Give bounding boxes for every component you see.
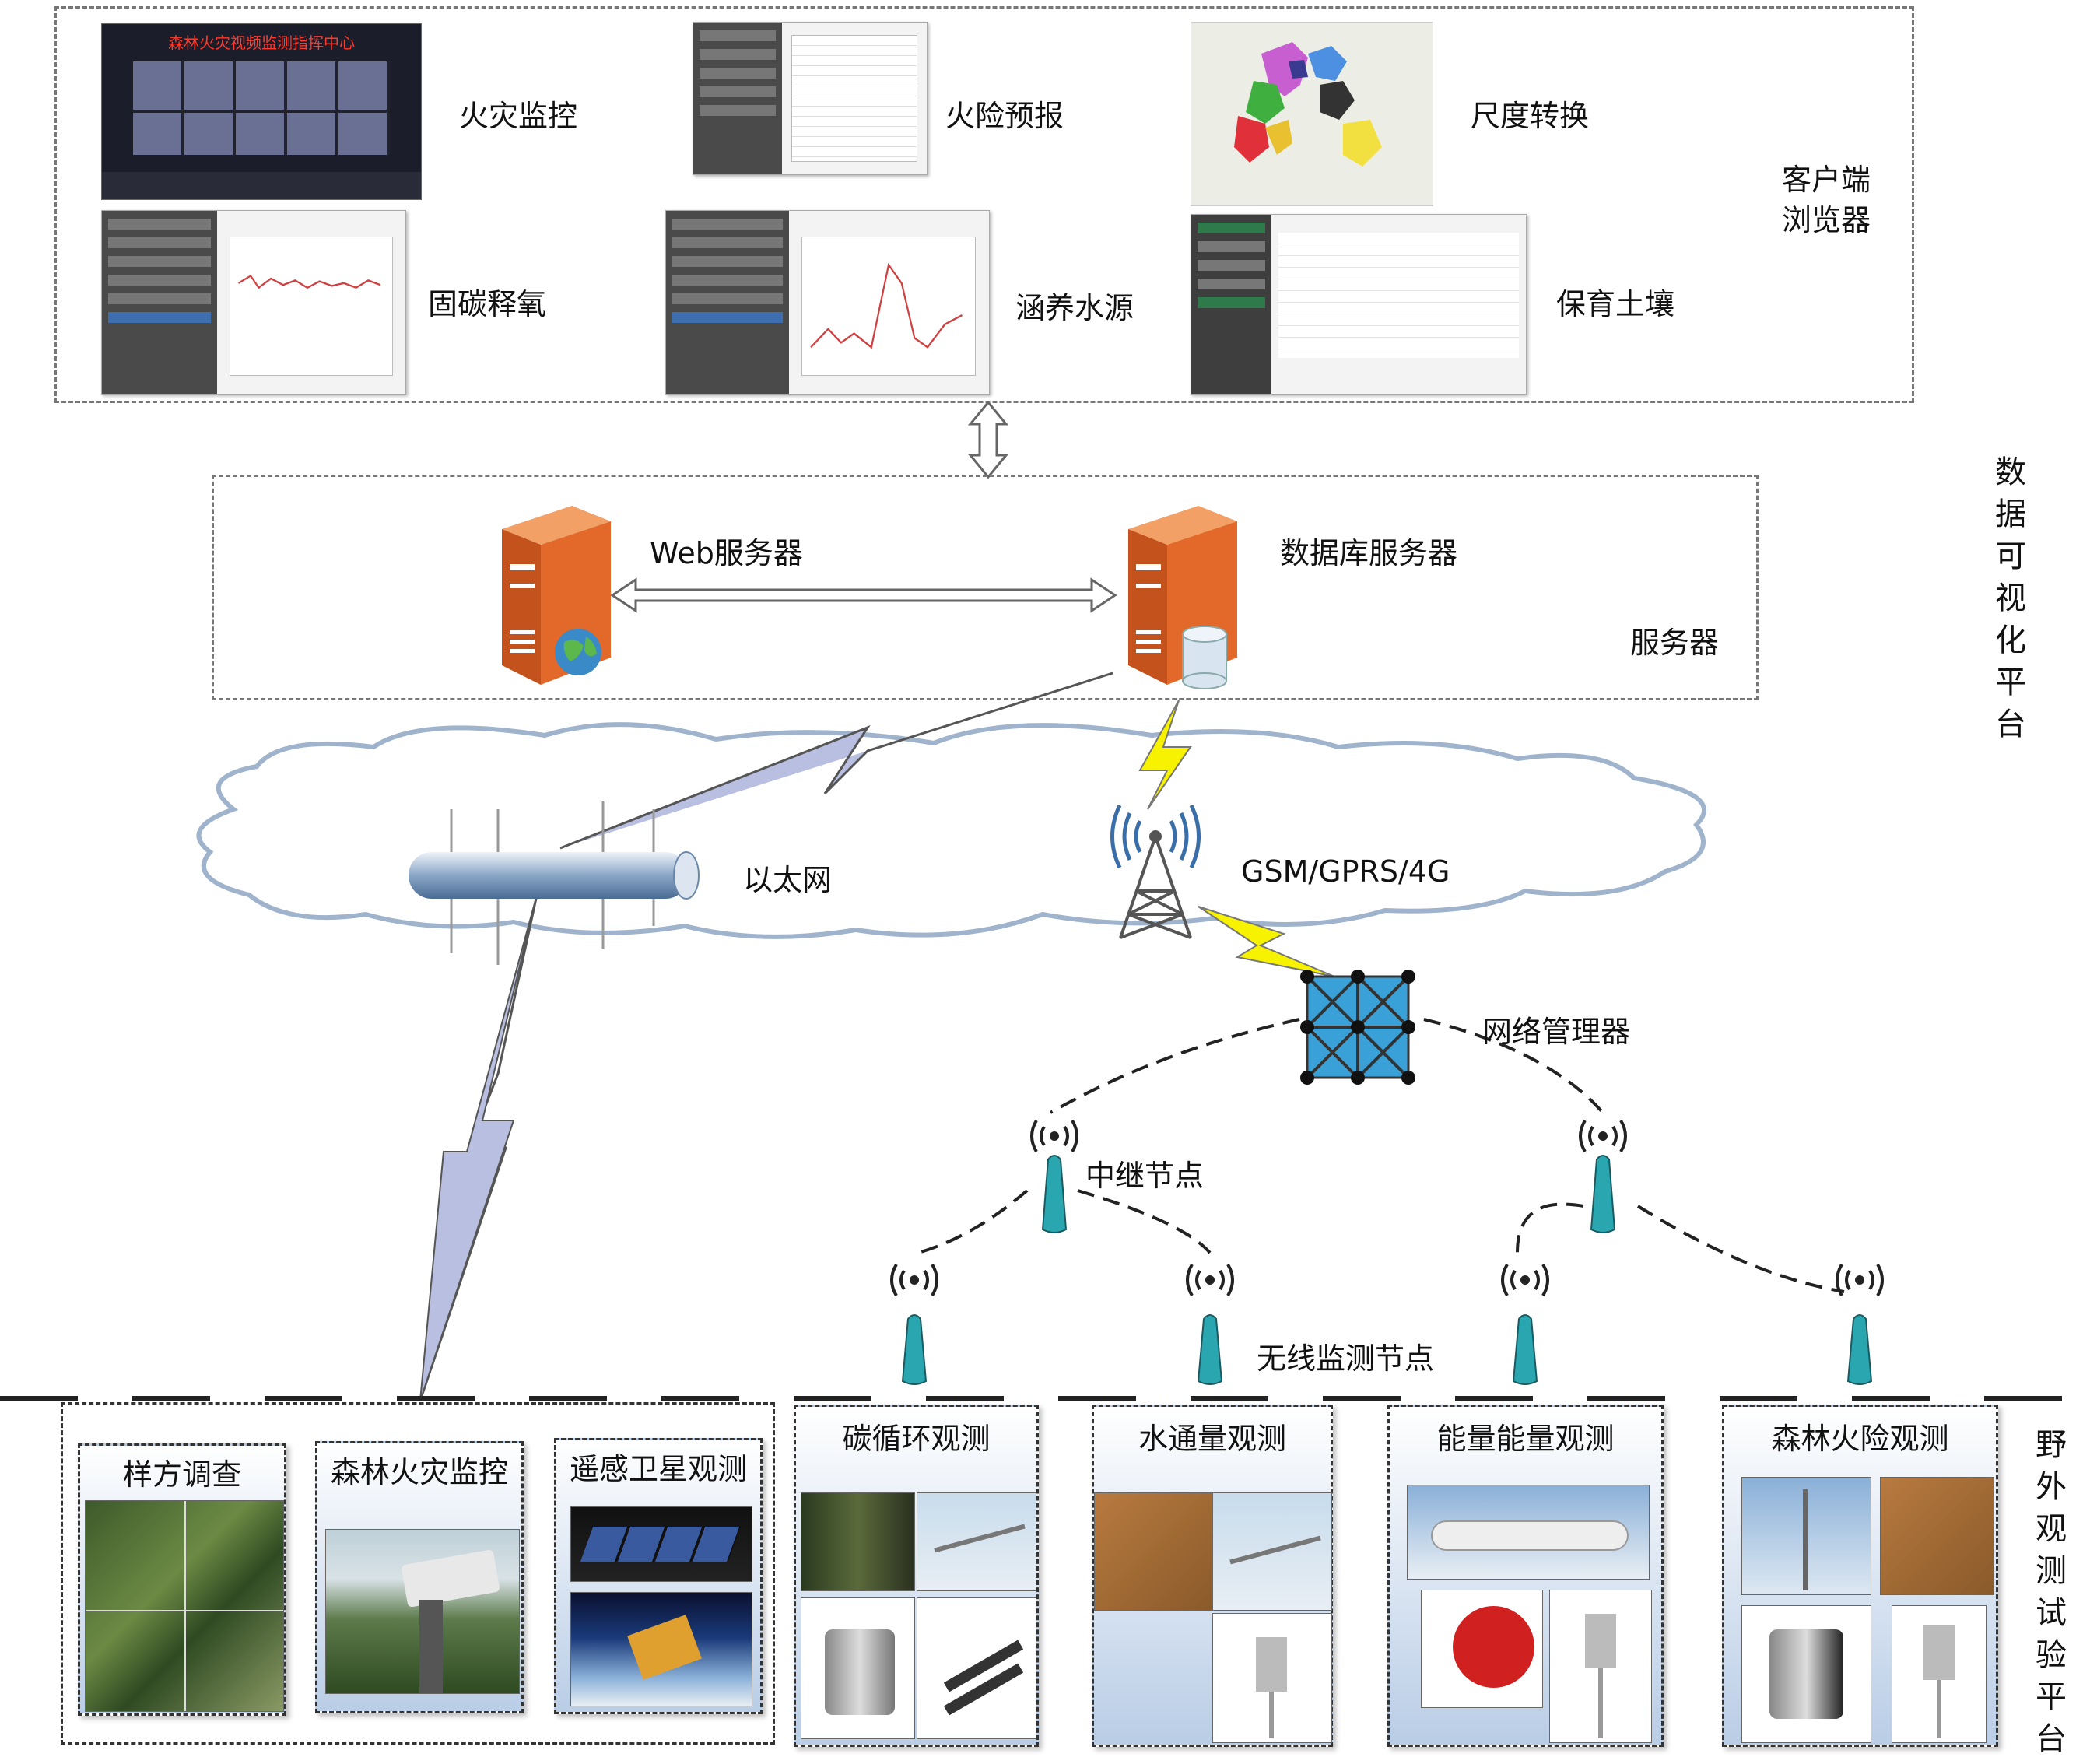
water-line-chart [810, 262, 963, 349]
field-group-title: 碳循环观测 [842, 1422, 991, 1456]
field-left-group [61, 1402, 775, 1745]
fire-soil-sensor-photo [1741, 1605, 1871, 1743]
field-group-energy: 能量能量观测 [1387, 1405, 1664, 1747]
soil-probe-photo [1094, 1492, 1214, 1611]
carbon-fixation-screenshot [101, 210, 406, 395]
sensor-node-icon [1501, 1263, 1549, 1385]
fire-risk-label: 火险预报 [945, 99, 1064, 133]
fire-risk-screenshot [693, 22, 928, 175]
field-group-fire-risk: 森林火险观测 [1722, 1405, 1998, 1747]
anemometer-photo [917, 1492, 1036, 1591]
relay-node-icon [1030, 1119, 1078, 1233]
sensor-node-label: 无线监测节点 [1257, 1341, 1435, 1376]
web-server-icon [502, 506, 611, 685]
client-browser-title: 客户端 浏览器 [1782, 163, 1871, 237]
probe-sensor-photo [917, 1597, 1036, 1739]
server-panel [212, 475, 1759, 700]
tree-sensor-photo [801, 1492, 915, 1591]
web-server-label: Web服务器 [650, 536, 803, 570]
weather-station-photo [1212, 1613, 1332, 1743]
fire-weather-station-photo [1892, 1605, 1987, 1743]
fire-monitor-label: 火灾监控 [459, 99, 578, 133]
field-group-fire-monitoring: 森林火灾监控 [315, 1441, 524, 1713]
network-manager-icon [1300, 970, 1415, 1085]
satellite-panel-photo [570, 1506, 752, 1582]
flux-tower-photo [1212, 1492, 1332, 1611]
fuel-moisture-photo [1880, 1477, 1994, 1595]
wind-sensor-photo [1741, 1477, 1871, 1595]
relay-node-icon [1579, 1119, 1627, 1233]
server-title: 服务器 [1630, 626, 1720, 660]
field-group-title: 样方调查 [122, 1457, 241, 1492]
gsm-label: GSM/GPRS/4G [1241, 854, 1450, 889]
client-server-arrow [967, 401, 1009, 479]
energy-weather-station-photo [1549, 1590, 1652, 1743]
field-group-title: 水通量观测 [1138, 1422, 1286, 1456]
database-server-icon [1128, 506, 1237, 689]
sensor-node-icon [1836, 1263, 1884, 1385]
heat-flux-plate-photo [1421, 1590, 1543, 1708]
scale-map-screenshot [1191, 22, 1433, 206]
fire-camera-photo [325, 1529, 520, 1694]
field-group-title: 遥感卫星观测 [569, 1452, 747, 1486]
visualization-platform-label: 数据可视化平台 [1995, 454, 2026, 742]
carbon-line-chart [237, 274, 381, 289]
field-group-carbon-cycle: 碳循环观测 [794, 1405, 1039, 1747]
client-browser-panel [54, 6, 1914, 403]
sensor-node-icon [1186, 1263, 1234, 1385]
field-group-remote-sensing: 遥感卫星观测 [554, 1438, 763, 1714]
field-group-title: 森林火险观测 [1771, 1422, 1949, 1456]
region-map-icon [1234, 42, 1382, 167]
field-group-title: 能量能量观测 [1436, 1422, 1615, 1456]
radiometer-photo [1407, 1485, 1650, 1580]
ethernet-pipe-icon [409, 851, 700, 900]
quadrat-photo [85, 1500, 284, 1712]
carbon-fixation-label: 固碳释氧 [428, 287, 547, 321]
wall-banner: 森林火灾视频监测指挥中心 [168, 33, 355, 52]
satellite-earth-photo [570, 1592, 752, 1706]
gsm-tower-icon [1110, 805, 1201, 939]
field-group-water-flux: 水通量观测 [1092, 1405, 1333, 1747]
database-server-label: 数据库服务器 [1280, 536, 1458, 570]
soil-conservation-screenshot [1191, 214, 1527, 395]
field-platform-label: 野外观测试验平台 [2036, 1427, 2067, 1757]
water-conservation-screenshot [665, 210, 990, 395]
relay-node-label: 中继节点 [1085, 1159, 1205, 1193]
field-group-title: 森林火灾监控 [330, 1455, 508, 1489]
soil-sensor-photo [801, 1597, 915, 1739]
ethernet-label: 以太网 [743, 863, 833, 897]
scale-conversion-label: 尺度转换 [1471, 99, 1590, 133]
field-group-quadrat: 样方调查 [78, 1443, 286, 1716]
soil-conservation-label: 保育土壤 [1556, 287, 1675, 321]
network-manager-label: 网络管理器 [1482, 1015, 1631, 1049]
server-link-arrow [611, 577, 1117, 613]
sensor-node-icon [890, 1263, 938, 1385]
fire-monitor-screenshot: 森林火灾视频监测指挥中心 [101, 23, 422, 200]
water-conservation-label: 涵养水源 [1015, 291, 1134, 325]
